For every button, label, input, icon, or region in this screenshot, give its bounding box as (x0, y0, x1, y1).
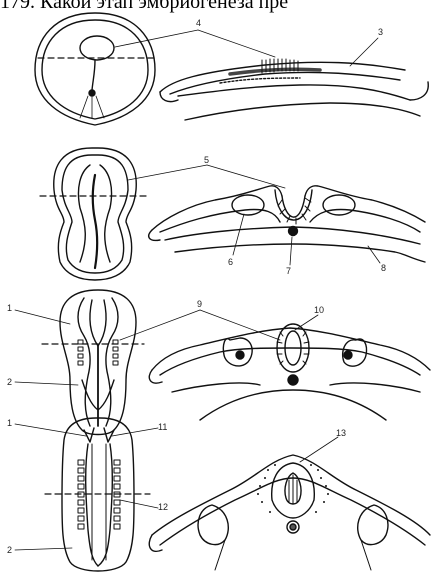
label-6: 6 (228, 257, 233, 267)
stage-2-dorsal-view (40, 148, 148, 280)
label-4: 4 (196, 18, 201, 28)
label-13: 13 (336, 428, 346, 438)
stage-3-cross-section (149, 324, 430, 420)
stage-2-cross-section (149, 186, 425, 262)
label-8: 8 (381, 263, 386, 273)
label-11: 11 (158, 422, 167, 432)
label-2b: 2 (7, 545, 12, 555)
label-12: 12 (158, 502, 168, 512)
stage-1-cross-section (160, 59, 428, 120)
label-1a: 1 (7, 303, 12, 313)
stage-1-dorsal-view (35, 13, 155, 125)
stage-3-dorsal-view (42, 290, 144, 435)
label-9: 9 (197, 299, 202, 309)
stage-4-cross-section (149, 455, 430, 570)
label-10: 10 (314, 305, 324, 315)
label-3: 3 (378, 27, 383, 37)
label-7: 7 (286, 266, 291, 276)
label-5: 5 (204, 155, 209, 165)
label-1b: 1 (7, 418, 12, 428)
label-2a: 2 (7, 377, 12, 387)
